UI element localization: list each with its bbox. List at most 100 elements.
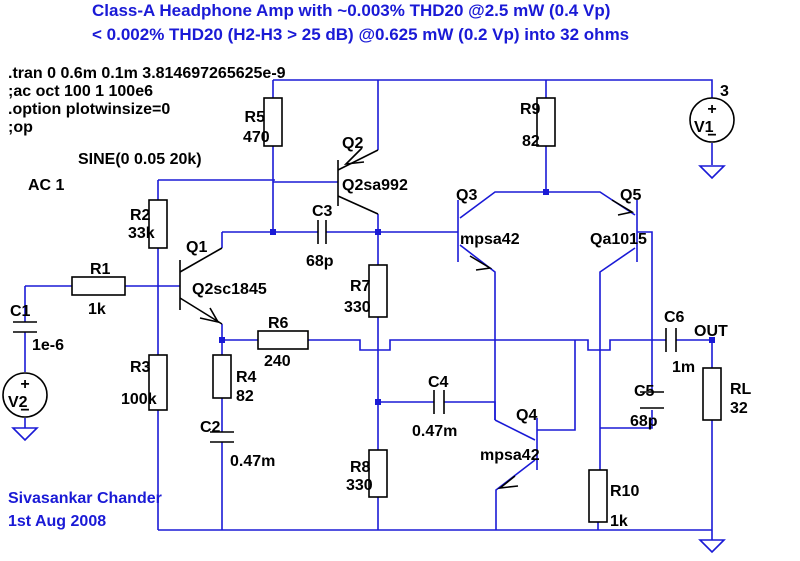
transistor-q2 <box>337 147 379 215</box>
capacitor-c3 <box>317 220 327 244</box>
label-q5-name: Q5 <box>620 187 641 204</box>
label-r6-name: R6 <box>268 315 289 332</box>
directive-tran: .tran 0 0.6m 0.1m 3.814697265625e-9 <box>8 65 286 82</box>
label-c4-value: 0.47m <box>412 423 457 440</box>
label-v1-name: V1 <box>694 119 714 136</box>
resistor-rl <box>702 367 722 421</box>
wire-q5-collector <box>599 247 636 470</box>
resistor-r9 <box>536 97 556 147</box>
directive-ac: ;ac oct 100 1 100e6 <box>8 83 153 100</box>
label-r2-name: R2 <box>130 207 151 224</box>
label-c2-value: 0.47m <box>230 453 275 470</box>
v2-plus: + <box>20 376 29 393</box>
capacitor-c2 <box>210 431 234 443</box>
transistors <box>179 147 635 490</box>
wire-q4-collector-up <box>537 340 576 431</box>
wire-q4-base <box>494 419 536 441</box>
junction <box>270 229 276 235</box>
wire-feedback-out <box>308 339 666 351</box>
label-r9-value: 82 <box>522 133 540 150</box>
ground-icon <box>698 539 726 554</box>
label-q5-model: Qa1015 <box>590 231 647 248</box>
capacitor-c1 <box>13 321 37 333</box>
transistor-q4 <box>497 475 519 490</box>
resistor-r10 <box>588 469 608 523</box>
label-r6-value: 240 <box>264 353 291 370</box>
capacitor-c5 <box>640 391 664 409</box>
title-line-2: < 0.002% THD20 (H2-H3 > 25 dB) @0.625 mW… <box>92 25 629 44</box>
label-rl-value: 32 <box>730 400 748 417</box>
label-r2-value: 33k <box>128 225 155 242</box>
label-q2-name: Q2 <box>342 135 363 152</box>
resistor-r2 <box>148 199 168 249</box>
label-q4-model: mpsa42 <box>480 447 540 464</box>
ground-icon <box>11 427 39 442</box>
voltage-source-v2: + − <box>2 372 48 419</box>
resistor-r7 <box>368 264 388 318</box>
label-r4-value: 82 <box>236 388 254 405</box>
label-c3-name: C3 <box>312 203 333 220</box>
label-v2-name: V2 <box>8 394 28 411</box>
label-r7-name: R7 <box>350 278 371 295</box>
directive-option: .option plotwinsize=0 <box>8 101 170 118</box>
label-r4-name: R4 <box>236 369 257 386</box>
wire-supply-rail <box>273 79 713 98</box>
label-r8-value: 330 <box>346 477 373 494</box>
label-out-net: OUT <box>694 323 728 340</box>
label-c4-name: C4 <box>428 374 449 391</box>
v2-minus: − <box>20 402 29 419</box>
label-c3-value: 68p <box>306 253 334 270</box>
v1-minus: − <box>707 127 716 144</box>
label-q1-name: Q1 <box>186 239 207 256</box>
v1-plus: + <box>707 101 716 118</box>
label-r3-name: R3 <box>130 359 151 376</box>
author-name: Sivasankar Chander <box>8 490 162 507</box>
label-c6-name: C6 <box>664 309 685 326</box>
label-r5-name: R5 <box>245 109 266 126</box>
label-r1-value: 1k <box>88 301 106 318</box>
label-q3-name: Q3 <box>456 187 477 204</box>
label-q2-model: Q2sa992 <box>342 177 408 194</box>
directive-op: ;op <box>8 119 33 136</box>
resistor-r8 <box>368 449 388 498</box>
junction <box>543 189 549 195</box>
wire-q3-collector <box>459 146 547 219</box>
wire-c5-bottom <box>600 410 653 429</box>
resistors <box>71 97 722 523</box>
wires <box>24 79 713 540</box>
v2-sine-spec: SINE(0 0.05 20k) <box>78 151 202 168</box>
transistor-q3 <box>469 255 493 271</box>
resistor-r1 <box>71 276 126 296</box>
wire-q1-emitter <box>221 324 258 341</box>
label-v1-value: 3 <box>720 83 729 100</box>
voltage-source-v1: + − <box>689 97 735 144</box>
label-c6-value: 1m <box>672 359 695 376</box>
author-date: 1st Aug 2008 <box>8 513 106 530</box>
junctions <box>219 189 715 405</box>
resistor-r3 <box>148 354 168 411</box>
label-c5-value: 68p <box>630 413 658 430</box>
capacitors <box>13 220 677 443</box>
resistor-r5 <box>263 97 283 147</box>
junction <box>375 399 381 405</box>
resistor-r4 <box>212 354 232 399</box>
label-q1-model: Q2sc1845 <box>192 281 267 298</box>
label-c2-name: C2 <box>200 419 221 436</box>
label-r10-name: R10 <box>610 483 639 500</box>
label-r5-value: 470 <box>243 129 270 146</box>
label-q4-name: Q4 <box>516 407 537 424</box>
title-line-1: Class-A Headphone Amp with ~0.003% THD20… <box>92 1 610 20</box>
wire-q4-emitter <box>495 459 536 530</box>
transistor-q1 <box>179 247 223 325</box>
label-r8-name: R8 <box>350 459 371 476</box>
label-r10-value: 1k <box>610 513 628 530</box>
resistor-r6 <box>257 330 309 350</box>
wire-c4-right <box>444 401 496 420</box>
label-r9-name: R9 <box>520 101 541 118</box>
grounds <box>11 165 726 554</box>
junction <box>375 229 381 235</box>
wire-q3-emitter <box>459 244 496 420</box>
label-rl-name: RL <box>730 381 752 398</box>
transistor-q5 <box>611 199 635 216</box>
